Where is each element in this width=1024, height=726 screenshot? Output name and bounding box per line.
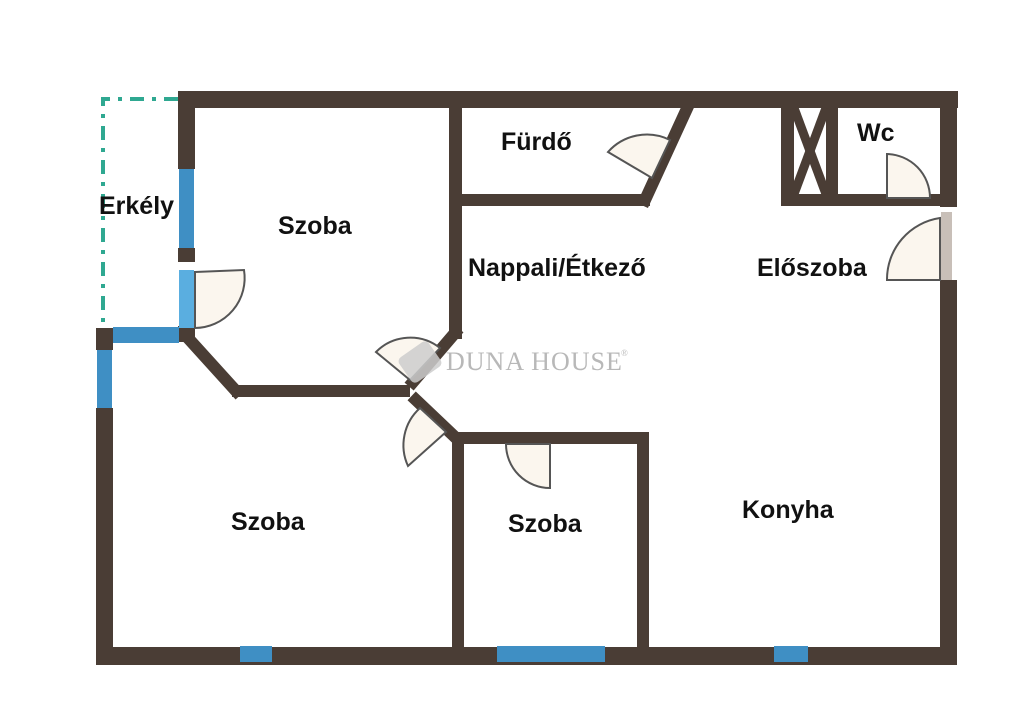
room-label-eloszoba: Előszoba <box>757 254 868 282</box>
room-label-erkely: Erkély <box>99 192 174 220</box>
window-szoba3-bottom <box>497 646 605 662</box>
door-wc <box>886 152 932 199</box>
door-szoba2 <box>402 406 448 468</box>
walls <box>96 91 958 665</box>
window-erkely-door <box>179 270 194 328</box>
window-szoba2-left <box>97 350 112 408</box>
watermark-brand: DUNA HOUSE <box>446 347 623 376</box>
entrance-door-frame <box>941 212 952 280</box>
door-furdo <box>606 133 672 180</box>
room-label-szoba-2: Szoba <box>231 508 306 536</box>
room-label-nappali: Nappali/Étkező <box>468 253 646 282</box>
balcony-outline <box>101 97 178 330</box>
shaft-cross <box>789 106 831 196</box>
room-label-szoba-3: Szoba <box>508 510 583 538</box>
watermark-registered: ® <box>621 348 628 358</box>
window-erkely-upper <box>179 169 194 248</box>
room-labels: Erkély Szoba Fürdő Wc Nappali/Étkező Elő… <box>99 119 895 538</box>
window-szoba2-bottom <box>240 646 272 662</box>
window-konyha-bottom <box>774 646 808 662</box>
room-label-furdo: Fürdő <box>501 128 572 156</box>
door-erkely <box>194 268 246 330</box>
watermark: DUNA HOUSE ® <box>398 341 628 383</box>
door-eloszoba <box>885 216 941 281</box>
room-label-wc: Wc <box>857 119 895 147</box>
duna-house-logo-icon <box>398 341 442 383</box>
window-erkely-bottom <box>113 327 179 343</box>
room-label-konyha: Konyha <box>742 496 835 524</box>
windows <box>97 169 952 662</box>
door-szoba3 <box>504 443 551 490</box>
room-label-szoba-1: Szoba <box>278 212 353 240</box>
